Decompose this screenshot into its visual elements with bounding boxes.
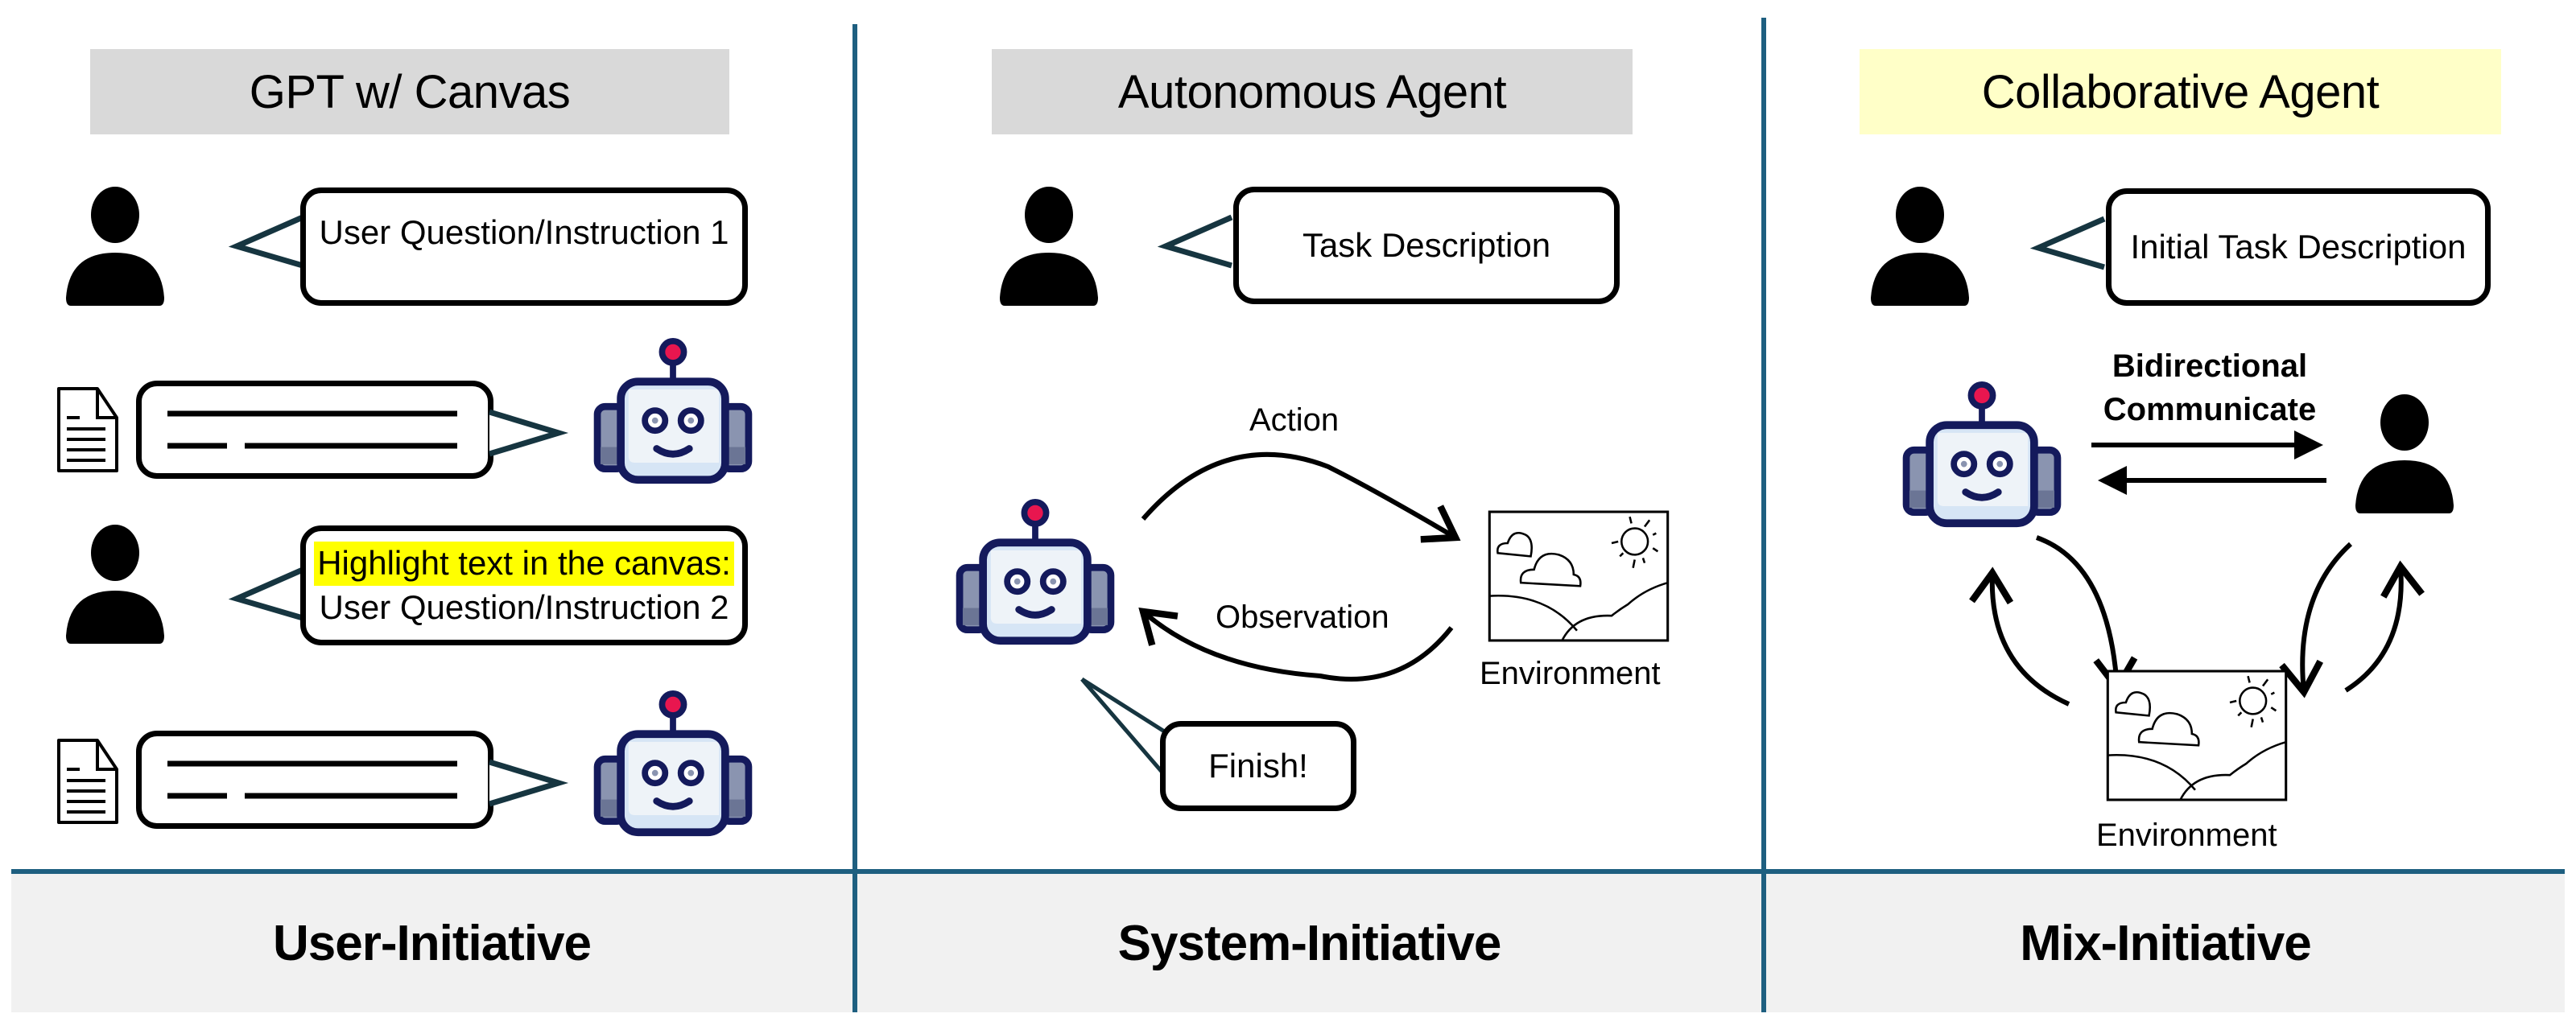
user-message-text: User Question/Instruction 2: [319, 587, 729, 626]
action-label: Action: [1249, 402, 1340, 438]
action-arrow: [1141, 451, 1461, 543]
observation-label: Observation: [1216, 599, 1389, 635]
panel-title: Collaborative Agent: [1860, 49, 2501, 134]
user-icon: [2352, 394, 2457, 515]
robot-icon: [953, 499, 1117, 647]
user-icon: [1868, 187, 1972, 307]
user-to-environment-arrow: [2279, 542, 2353, 698]
bubble-tail: [488, 759, 569, 807]
robot-icon: [1900, 381, 2064, 529]
bubble-tail: [228, 566, 304, 621]
initial-task-bubble: Initial Task Description: [2106, 188, 2491, 306]
bubble-tail: [2029, 216, 2106, 270]
label-line-1: Bidirectional: [2112, 348, 2308, 384]
user-icon: [63, 525, 167, 645]
bidirectional-communicate-label: Bidirectional Communicate: [2061, 344, 2359, 431]
environment-to-robot-arrow: [1969, 566, 2070, 707]
finish-text: Finish!: [1208, 746, 1308, 785]
task-description-bubble: Task Description: [1233, 187, 1620, 304]
assistant-message-bubble-1: [136, 381, 493, 479]
bubble-tail: [1157, 214, 1233, 269]
initiative-label: System-Initiative: [1117, 915, 1502, 971]
task-description-text: Task Description: [1302, 225, 1551, 264]
bidirectional-arrows: [2091, 431, 2326, 495]
environment-icon: [2106, 670, 2288, 801]
user-message-text: User Question/Instruction 1: [319, 213, 729, 252]
document-icon: [56, 385, 120, 474]
text-placeholder-lines: [167, 760, 457, 799]
environment-icon: [1488, 510, 1670, 642]
panel-title: Autonomous Agent: [992, 49, 1633, 134]
panel-divider-2: [1761, 18, 1766, 1012]
text-placeholder-lines: [167, 410, 457, 449]
user-icon: [63, 187, 167, 307]
panel-divider-1: [852, 24, 857, 1012]
highlighted-text: Highlight text in the canvas:: [314, 541, 734, 586]
document-icon: [56, 737, 120, 826]
initiative-label: Mix-Initiative: [2020, 915, 2312, 971]
user-message-bubble-2: Highlight text in the canvas: User Quest…: [300, 525, 748, 645]
bubble-tail: [488, 409, 569, 457]
footer-band: [11, 874, 2565, 1012]
user-icon: [997, 187, 1101, 307]
robot-icon: [591, 338, 755, 486]
finish-bubble: Finish!: [1160, 721, 1356, 811]
bubble-tail: [1080, 677, 1167, 774]
footer-divider: [11, 869, 2565, 874]
panel-title: GPT w/ Canvas: [90, 49, 729, 134]
environment-to-user-arrow: [2344, 560, 2425, 693]
label-line-2: Communicate: [2103, 392, 2317, 427]
initiative-label: User-Initiative: [272, 915, 592, 971]
bubble-tail: [228, 214, 304, 269]
user-message-bubble-1: User Question/Instruction 1: [300, 187, 748, 306]
robot-to-environment-arrow: [2035, 535, 2138, 694]
observation-arrow: [1138, 608, 1454, 682]
environment-label: Environment: [1480, 656, 1661, 691]
assistant-message-bubble-2: [136, 731, 493, 829]
robot-icon: [591, 690, 755, 838]
environment-label: Environment: [2096, 818, 2277, 853]
initial-task-text: Initial Task Description: [2130, 227, 2467, 266]
